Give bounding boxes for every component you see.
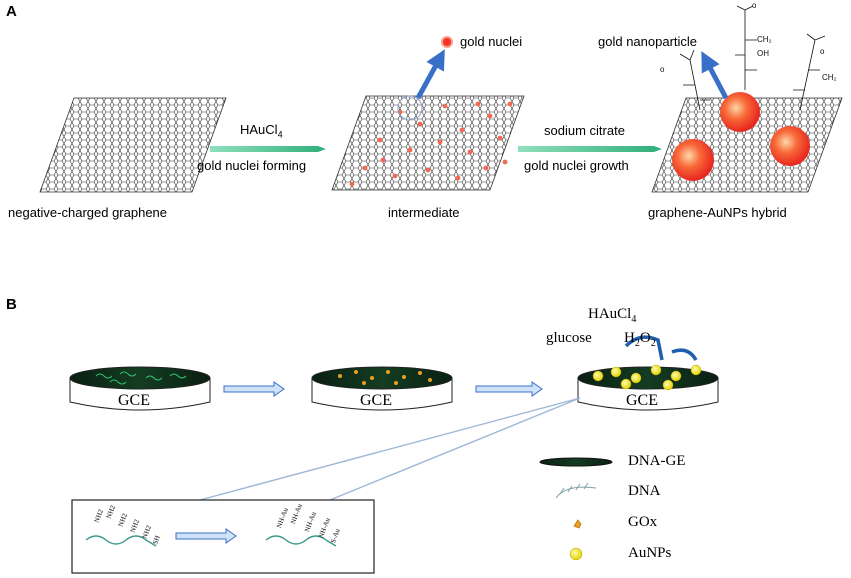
gold-nanoparticle: [672, 139, 714, 181]
callout-gold-nuclei: gold nuclei: [460, 34, 523, 49]
step2-reagent-label: sodium citrate: [544, 123, 625, 138]
dna-strand-after: [265, 535, 337, 547]
panel-b-label: B: [6, 296, 17, 313]
caption-intermediate: intermediate: [388, 205, 460, 220]
legend-aunps: AuNPs: [628, 545, 672, 561]
electrode-gce-1: [69, 366, 211, 411]
ligand-glyph: CH₂: [822, 73, 837, 82]
sh-label: SH: [151, 534, 162, 546]
ligand-glyph: o: [752, 1, 757, 10]
callout-gold-nanoparticle: gold nanoparticle: [598, 34, 698, 49]
ligand-glyph: o: [660, 65, 665, 74]
nuclei-highlight-circle: [397, 95, 423, 121]
callout-arrow-nanoparticle: [701, 51, 729, 100]
step1-process-label: gold nuclei forming: [197, 158, 307, 173]
blue-arrow-b2: [475, 381, 543, 397]
legend-dna-icon: [555, 482, 597, 499]
reagent-glucose: glucose: [546, 330, 592, 346]
nh2-label: NH2: [92, 508, 105, 524]
nh2-label: NH2: [140, 524, 153, 540]
ligand-glyph: CH₂: [757, 35, 772, 44]
reaction-arrow-2: [671, 348, 698, 361]
gce-label-1: GCE: [118, 392, 150, 409]
legend-dna-ge-icon: [539, 457, 613, 467]
graphene-sheet-intermediate: [331, 95, 525, 191]
callout-arrow-nuclei: [415, 49, 445, 100]
gce-label-2: GCE: [360, 392, 392, 409]
gold-nanoparticle: [770, 126, 810, 166]
blue-arrow-b1: [223, 381, 285, 397]
nh-au-label: NH-Au: [275, 506, 290, 530]
reaction-arrow-1: [624, 335, 664, 361]
gce-label-3: GCE: [626, 392, 658, 409]
ligand-glyph: OH: [757, 49, 769, 58]
nh-au-label: NH-Au: [303, 510, 318, 534]
green-arrow-step2: [518, 146, 662, 152]
legend-dna-ge: DNA-GE: [628, 453, 686, 469]
inset-before-labels: NH2 NH2 NH2 NH2 NH2 SH: [92, 504, 172, 552]
blue-arrow-inset: [175, 528, 237, 544]
gold-nanoparticle: [720, 92, 760, 132]
legend-dna: DNA: [628, 483, 661, 499]
nh-au-label: NH-Au: [317, 516, 332, 540]
reagent-h2o2: H2O2: [624, 330, 656, 349]
citrate-ligands: [679, 5, 826, 111]
graphene-sheet-initial: [39, 97, 227, 193]
electrode-gce-2: [311, 366, 453, 411]
caption-hybrid: graphene-AuNPs hybrid: [648, 205, 787, 220]
zoom-line-1: [199, 397, 581, 501]
inset-after-labels: NH-Au NH-Au NH-Au NH-Au S-Au: [272, 503, 362, 552]
panel-a-label: A: [6, 3, 17, 20]
gold-nuclei-dots: [349, 101, 513, 187]
dna-strand-before: [85, 535, 157, 547]
legend-gox-icon: [573, 519, 582, 529]
legend-aunps-icon: [569, 547, 583, 561]
reagent-haucl4: HAuCl4: [588, 306, 637, 325]
nh2-label: NH2: [116, 512, 129, 528]
legend-gox: GOx: [628, 514, 658, 530]
gold-nuclei-icon: [441, 36, 453, 48]
step2-process-label: gold nuclei growth: [524, 158, 629, 173]
zoom-line-2: [329, 397, 581, 501]
s-au-label: S-Au: [329, 527, 342, 545]
step1-reagent-label: HAuCl4: [240, 122, 283, 140]
green-arrow-step1: [210, 146, 326, 152]
caption-negative-graphene: negative-charged graphene: [8, 205, 168, 220]
nh2-label: NH2: [128, 518, 141, 534]
electrode-gce-3: [577, 364, 719, 411]
ligand-glyph: o: [820, 47, 825, 56]
